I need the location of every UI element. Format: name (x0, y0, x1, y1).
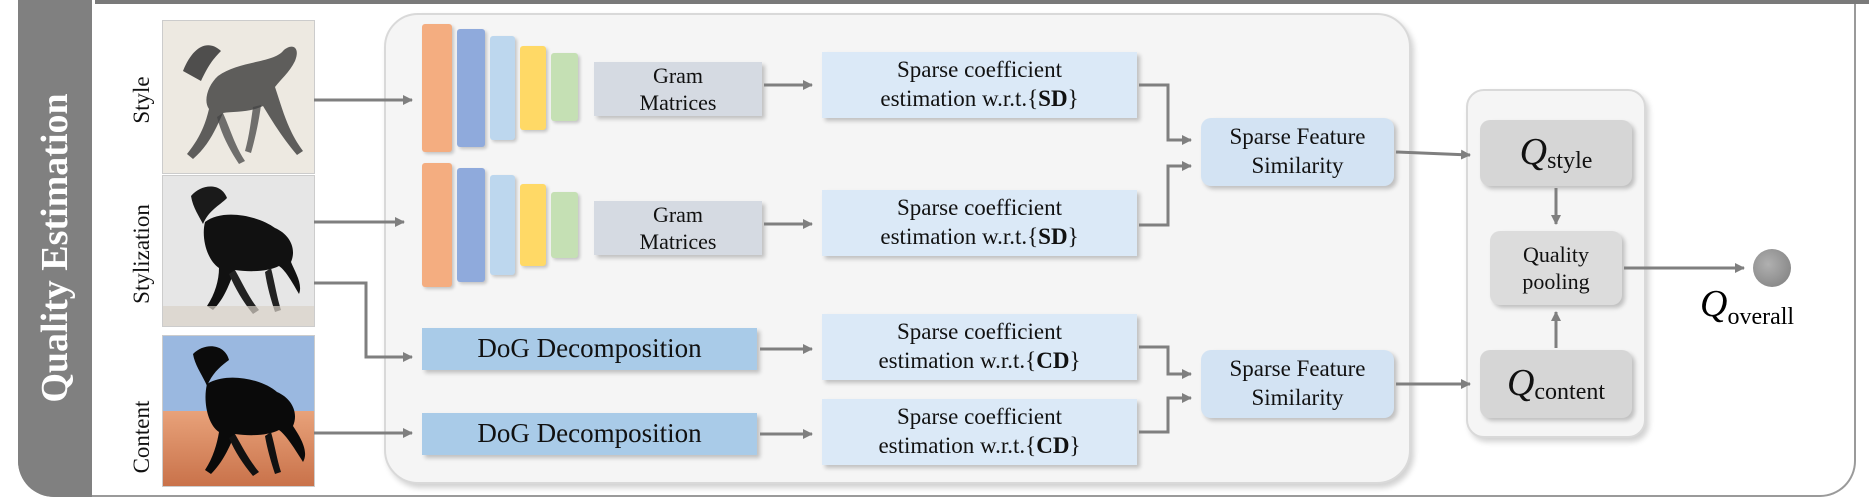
gram-label-line2: Matrices (639, 90, 717, 115)
sparse-prefix: estimation w.r.t.{ (880, 224, 1039, 249)
sparse-line2: estimation w.r.t.{SD} (880, 223, 1078, 252)
similarity-line2: Similarity (1251, 153, 1344, 178)
sparse-line2: estimation w.r.t.{CD} (878, 347, 1080, 376)
arrow-sparse-sd1-to-sim (1139, 83, 1192, 145)
arrow-stylization-to-dog (314, 281, 413, 362)
dictionary-label: SD (1038, 224, 1068, 249)
sparse-coefficient-sd-block-1: Sparse coefficient estimation w.r.t.{SD} (822, 52, 1137, 118)
top-border (95, 0, 1869, 4)
stylization-image (162, 175, 315, 327)
sparse-line1: Sparse coefficient (897, 404, 1062, 430)
similarity-line1: Sparse Feature (1229, 124, 1366, 150)
content-image (162, 335, 315, 487)
cnn-layer (551, 53, 578, 121)
stylized-horse-drawing (163, 186, 314, 326)
sparse-suffix: } (1067, 86, 1079, 111)
gram-label-line1: Gram (652, 201, 704, 227)
cnn-layer (520, 46, 546, 130)
dictionary-label: CD (1036, 348, 1070, 373)
cnn-layer (457, 29, 485, 147)
cnn-layer (490, 36, 515, 140)
sparse-coefficient-sd-block-2: Sparse coefficient estimation w.r.t.{SD} (822, 190, 1137, 256)
arrow-sim-to-qstyle (1395, 149, 1471, 160)
dictionary-label: SD (1038, 86, 1068, 111)
sparse-suffix: } (1069, 433, 1081, 458)
cnn-layer (422, 163, 452, 287)
cnn-layer (457, 168, 485, 282)
cnn-layer (551, 192, 578, 258)
arrow-sparse-cd1-to-sim (1139, 345, 1192, 379)
style-image (162, 20, 315, 174)
q-symbol: Q (1506, 362, 1535, 405)
sparse-prefix: estimation w.r.t.{ (878, 433, 1037, 458)
q-symbol: Q (1519, 131, 1548, 174)
q-overall-subscript: overall (1727, 304, 1795, 330)
similarity-line1: Sparse Feature (1229, 356, 1366, 382)
sparse-prefix: estimation w.r.t.{ (878, 348, 1037, 373)
sparse-prefix: estimation w.r.t.{ (880, 86, 1039, 111)
sparse-line2: estimation w.r.t.{SD} (880, 85, 1078, 114)
pooling-line2: pooling (1522, 269, 1590, 294)
gram-label-line2: Matrices (639, 229, 717, 254)
overall-output-node (1753, 249, 1791, 287)
sparse-coefficient-cd-block-1: Sparse coefficient estimation w.r.t.{CD} (822, 314, 1137, 380)
ink-horse-drawing (183, 45, 303, 164)
sparse-line1: Sparse coefficient (897, 319, 1062, 345)
arrow-sparse-sd2-to-sim (1139, 161, 1192, 227)
q-symbol: Q (1700, 283, 1728, 325)
sparse-line2: estimation w.r.t.{CD} (878, 432, 1080, 461)
dictionary-label: CD (1036, 433, 1070, 458)
cnn-layer (422, 24, 452, 152)
pooling-line1: Quality (1522, 241, 1589, 267)
cnn-layer (490, 175, 515, 275)
gram-label-line1: Gram (652, 62, 704, 88)
black-horse-photo (163, 346, 314, 486)
q-content-subscript: content (1534, 379, 1606, 405)
sparse-coefficient-cd-block-2: Sparse coefficient estimation w.r.t.{CD} (822, 399, 1137, 465)
cnn-layer (520, 184, 546, 266)
similarity-line2: Similarity (1251, 385, 1344, 410)
sidebar (18, 0, 92, 497)
sparse-suffix: } (1067, 224, 1079, 249)
sparse-line1: Sparse coefficient (897, 195, 1062, 221)
q-overall-label: Qoverall (1700, 282, 1794, 330)
q-style-subscript: style (1547, 148, 1593, 174)
dog-decomposition-block-2: DoG Decomposition (422, 413, 757, 455)
sparse-suffix: } (1069, 348, 1081, 373)
arrow-sparse-cd2-to-sim (1139, 393, 1192, 434)
dog-decomposition-block-1: DoG Decomposition (422, 328, 757, 370)
sparse-line1: Sparse coefficient (897, 57, 1062, 83)
